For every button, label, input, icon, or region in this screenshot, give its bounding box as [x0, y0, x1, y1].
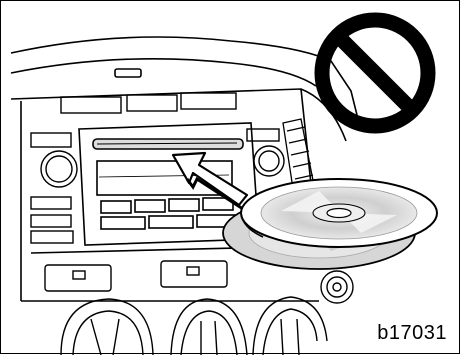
figure-code: b17031 [377, 322, 447, 345]
side-knob [321, 271, 353, 303]
prohibition-icon [322, 20, 428, 126]
left-controls [31, 133, 77, 243]
climate-controls [45, 261, 327, 355]
